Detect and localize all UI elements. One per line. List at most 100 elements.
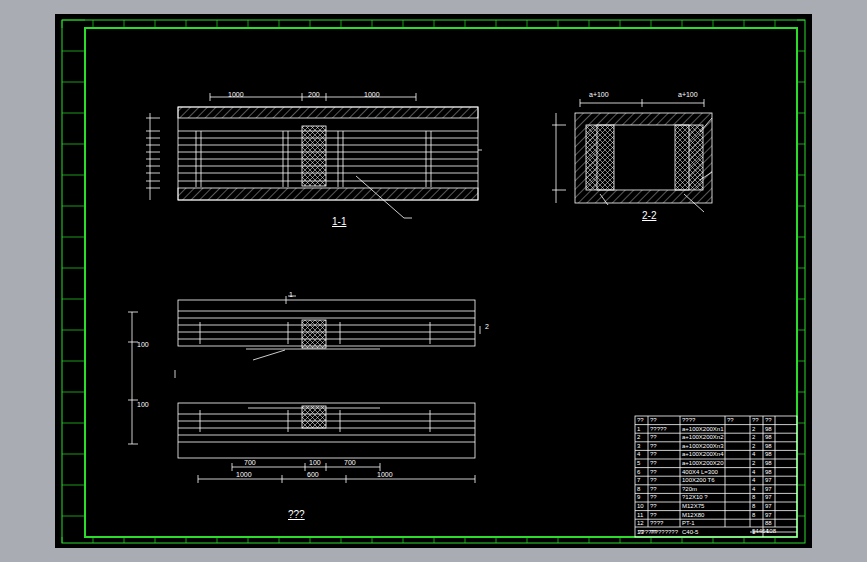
frame-tick <box>62 454 85 455</box>
dimension-text: 1000 <box>236 471 252 478</box>
table-cell: ???? <box>682 417 695 423</box>
table-cell: 10 <box>637 503 644 509</box>
table-cell: ?? <box>650 503 657 509</box>
frame-tick <box>797 454 805 455</box>
frame-tick <box>797 206 805 207</box>
frame-tick <box>341 20 342 28</box>
table-cell: a+100X200Xn3 <box>682 443 724 449</box>
dimension-text: 700 <box>244 459 256 466</box>
frame-tick <box>797 516 805 517</box>
table-cell: 97 <box>765 486 772 492</box>
view-title: 2-2 <box>642 211 656 221</box>
frame-tick <box>527 20 528 28</box>
frame-tick <box>186 537 187 543</box>
frame-tick <box>62 485 85 486</box>
table-cell: 4 <box>752 486 755 492</box>
frame-tick <box>797 175 805 176</box>
table-cell: ?? <box>752 417 759 423</box>
frame-tick <box>217 537 218 543</box>
frame-tick <box>62 237 85 238</box>
frame-tick <box>62 51 85 52</box>
table-cell: 8 <box>752 503 755 509</box>
frame-tick <box>93 20 94 28</box>
frame-tick <box>797 330 805 331</box>
table-cell: 11 <box>637 512 643 518</box>
dimension-text: a+100 <box>678 91 698 98</box>
table-cell: a+100X200X20 <box>682 460 724 466</box>
table-cell: 2 <box>752 460 755 466</box>
table-cell: 97 <box>765 503 772 509</box>
dimension-text: 2 <box>485 323 489 330</box>
table-cell: ?? <box>650 469 657 475</box>
frame-tick <box>797 361 805 362</box>
frame-tick <box>62 330 85 331</box>
table-cell: ???????????? <box>638 529 678 535</box>
table-cell: 400X4 L=300 <box>682 469 718 475</box>
frame-tick <box>620 537 621 543</box>
frame-tick <box>589 20 590 28</box>
frame-tick <box>62 113 85 114</box>
table-cell: 9 <box>637 494 640 500</box>
frame-tick <box>62 175 85 176</box>
frame-tick <box>62 206 85 207</box>
frame-tick <box>527 537 528 543</box>
frame-tick <box>465 537 466 543</box>
frame-tick <box>124 20 125 28</box>
table-cell: 8 <box>637 486 640 492</box>
table-cell: ?? <box>650 434 657 440</box>
table-cell: 4 <box>752 469 755 475</box>
frame-tick <box>797 144 805 145</box>
table-cell: 88 <box>765 520 772 526</box>
table-cell: 6 <box>637 469 640 475</box>
table-cell: a+100X200Xn4 <box>682 451 724 457</box>
table-cell: ?? <box>650 486 657 492</box>
frame-tick <box>797 299 805 300</box>
table-cell: ?? <box>650 460 657 466</box>
frame-tick <box>341 537 342 543</box>
frame-tick <box>62 392 85 393</box>
dimension-text: 1000 <box>364 91 380 98</box>
frame-tick <box>744 537 745 543</box>
table-cell: 12 <box>637 520 644 526</box>
table-cell: 2 <box>637 434 640 440</box>
table-cell: 97 <box>765 494 772 500</box>
table-cell: 98 <box>765 451 772 457</box>
frame-tick <box>372 537 373 543</box>
frame-tick <box>62 361 85 362</box>
frame-tick <box>682 537 683 543</box>
frame-tick <box>797 485 805 486</box>
frame-tick <box>713 20 714 28</box>
frame-tick <box>496 537 497 543</box>
table-cell: M12X75 <box>682 503 704 509</box>
table-cell: ?20m <box>682 486 697 492</box>
frame-tick <box>797 20 805 21</box>
table-cell: ?? <box>637 417 644 423</box>
frame-tick <box>713 537 714 543</box>
frame-tick <box>279 20 280 28</box>
frame-tick <box>217 20 218 28</box>
frame-tick <box>589 537 590 543</box>
frame-tick <box>372 20 373 28</box>
table-cell: 8 <box>752 512 755 518</box>
frame-tick <box>775 537 776 543</box>
frame-tick <box>310 537 311 543</box>
dimension-text: 1000 <box>228 91 244 98</box>
table-cell: ?? <box>765 417 772 423</box>
frame-tick <box>651 20 652 28</box>
table-cell: ?? <box>650 417 657 423</box>
table-cell: 4 <box>752 477 755 483</box>
dimension-text: 100 <box>309 459 321 466</box>
dimension-text: 200 <box>308 91 320 98</box>
table-cell: ?? <box>650 451 657 457</box>
table-cell: 2 <box>752 443 755 449</box>
dimension-text: 700 <box>344 459 356 466</box>
table-cell: ?? <box>650 494 657 500</box>
table-cell: 98 <box>765 443 772 449</box>
frame-tick <box>155 537 156 543</box>
dimension-text: 1000 <box>377 471 393 478</box>
table-cell: ???? <box>650 520 663 526</box>
frame-tick <box>279 537 280 543</box>
frame-tick <box>797 237 805 238</box>
frame-tick <box>797 51 805 52</box>
